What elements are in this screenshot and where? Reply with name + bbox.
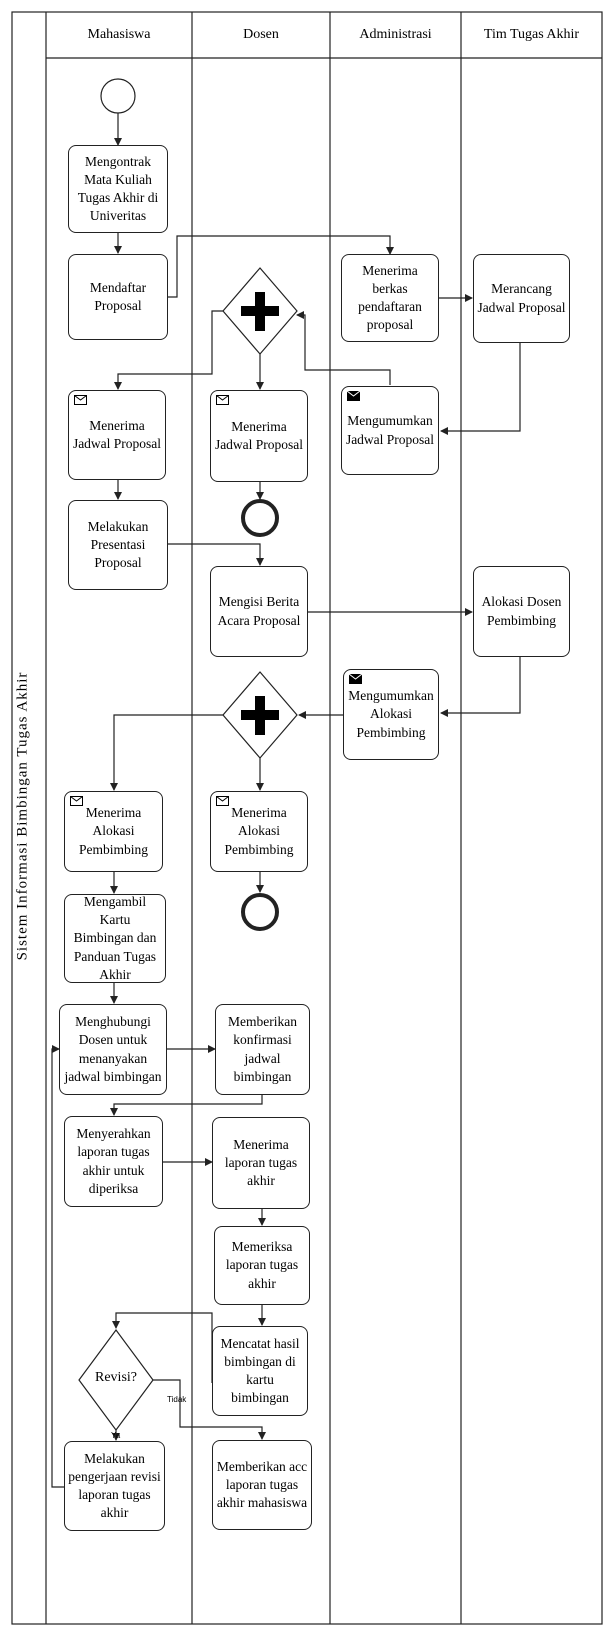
task-dosen-menerima-jadwal-proposal[interactable]: Menerima Jadwal Proposal	[210, 390, 308, 482]
task-label: Memberikan acc laporan tugas akhir mahas…	[216, 1458, 308, 1511]
task-label: Menerima Alokasi Pembimbing	[78, 805, 148, 857]
pool-border	[11, 11, 603, 1625]
task-label: Memberikan konfirmasi jadwal bimbingan	[228, 1014, 297, 1084]
task-menghubungi-dosen[interactable]: Menghubungi Dosen untuk menanyakan jadwa…	[59, 1004, 167, 1095]
task-mahasiswa-menerima-alokasi[interactable]: Menerima Alokasi Pembimbing	[64, 791, 163, 872]
flow	[167, 543, 264, 566]
task-label: Melakukan Presentasi Proposal	[87, 518, 149, 571]
flow	[51, 1045, 64, 1488]
message-receive-icon	[216, 796, 229, 806]
lane-header-dosen: Dosen	[243, 27, 279, 42]
task-dosen-menerima-alokasi[interactable]: Menerima Alokasi Pembimbing	[210, 791, 308, 872]
task-label: Mendaftar Proposal	[89, 279, 147, 313]
start-event	[100, 78, 136, 114]
task-label: Alokasi Dosen Pembimbing	[481, 594, 562, 628]
flow	[110, 1095, 263, 1116]
task-melakukan-presentasi-proposal[interactable]: Melakukan Presentasi Proposal	[68, 500, 168, 590]
lane-header-mahasiswa: Mahasiswa	[87, 27, 151, 42]
plus-icon	[241, 710, 279, 720]
task-label: Melakukan pengerjaan revisi laporan tuga…	[68, 1450, 161, 1521]
edge-label-yes: Ya	[111, 1431, 121, 1440]
edge-label-no: Tidak	[167, 1395, 187, 1404]
message-receive-icon	[70, 796, 83, 806]
task-mengambil-kartu-bimbingan[interactable]: Mengambil Kartu Bimbingan dan Panduan Tu…	[64, 894, 166, 983]
task-menerima-laporan[interactable]: Menerima laporan tugas akhir	[212, 1117, 310, 1209]
end-event-2	[241, 893, 279, 931]
flow	[440, 343, 521, 435]
task-melakukan-pengerjaan-revisi[interactable]: Melakukan pengerjaan revisi laporan tuga…	[64, 1441, 165, 1531]
flow	[167, 235, 394, 298]
end-event-1	[241, 499, 279, 537]
task-mengumumkan-alokasi-pembimbing[interactable]: Mengumumkan Alokasi Pembimbing	[343, 669, 439, 760]
task-alokasi-dosen-pembimbing[interactable]: Alokasi Dosen Pembimbing	[473, 566, 570, 657]
task-label: Mengumumkan Alokasi Pembimbing	[348, 688, 434, 740]
task-label: Mengisi Berita Acara Proposal	[217, 594, 301, 628]
task-mendaftar-proposal[interactable]: Mendaftar Proposal	[68, 254, 168, 340]
task-menerima-berkas-pendaftaran[interactable]: Menerima berkas pendaftaran proposal	[341, 254, 439, 342]
decision-label: Revisi?	[95, 1370, 137, 1385]
pool-label-text: Sistem Informasi Bimbingan Tugas Akhir	[14, 671, 31, 960]
task-label: Memeriksa laporan tugas akhir	[225, 1239, 299, 1291]
flow	[114, 310, 223, 390]
task-label: Mencatat hasil bimbingan di kartu bimbin…	[220, 1335, 300, 1406]
task-label: Mengambil Kartu Bimbingan dan Panduan Tu…	[73, 893, 157, 982]
message-send-icon	[349, 674, 362, 684]
task-mengisi-berita-acara[interactable]: Mengisi Berita Acara Proposal	[210, 566, 308, 657]
flow	[110, 714, 223, 791]
task-mencatat-hasil-bimbingan[interactable]: Mencatat hasil bimbingan di kartu bimbin…	[212, 1326, 308, 1416]
flow	[296, 311, 391, 385]
task-label: Menerima Jadwal Proposal	[72, 417, 162, 451]
task-menyerahkan-laporan[interactable]: Menyerahkan laporan tugas akhir untuk di…	[64, 1116, 163, 1207]
task-mahasiswa-menerima-jadwal-proposal[interactable]: Menerima Jadwal Proposal	[68, 390, 166, 480]
task-memberikan-acc-laporan[interactable]: Memberikan acc laporan tugas akhir mahas…	[212, 1440, 312, 1530]
lane-header-administrasi: Administrasi	[359, 27, 432, 42]
task-memeriksa-laporan[interactable]: Memeriksa laporan tugas akhir	[214, 1226, 310, 1305]
message-send-icon	[347, 391, 360, 401]
task-memberikan-konfirmasi-jadwal[interactable]: Memberikan konfirmasi jadwal bimbingan	[215, 1004, 310, 1095]
lane-header-tim-tugas-akhir: Tim Tugas Akhir	[483, 27, 580, 42]
task-label: Mengumumkan Jadwal Proposal	[345, 413, 435, 447]
task-label: Menyerahkan laporan tugas akhir untuk di…	[76, 1126, 151, 1196]
task-label: Merancang Jadwal Proposal	[477, 281, 566, 315]
task-label: Menerima berkas pendaftaran proposal	[358, 262, 422, 333]
flow	[153, 1379, 266, 1440]
task-label: Menerima Alokasi Pembimbing	[224, 805, 294, 857]
message-receive-icon	[74, 395, 87, 405]
task-label: Menghubungi Dosen untuk menanyakan jadwa…	[64, 1014, 162, 1084]
flow	[440, 657, 521, 717]
task-label: Mengontrak Mata Kuliah Tugas Akhir di Un…	[77, 153, 159, 224]
pool-label: Sistem Informasi Bimbingan Tugas Akhir	[0, 0, 46, 1631]
task-label: Menerima Jadwal Proposal	[214, 418, 304, 452]
task-merancang-jadwal-proposal[interactable]: Merancang Jadwal Proposal	[473, 254, 570, 343]
task-label: Menerima laporan tugas akhir	[224, 1136, 298, 1189]
task-mengumumkan-jadwal-proposal[interactable]: Mengumumkan Jadwal Proposal	[341, 386, 439, 475]
plus-icon	[241, 306, 279, 316]
task-mengontrak-mata-kuliah[interactable]: Mengontrak Mata Kuliah Tugas Akhir di Un…	[68, 145, 168, 233]
message-receive-icon	[216, 395, 229, 405]
